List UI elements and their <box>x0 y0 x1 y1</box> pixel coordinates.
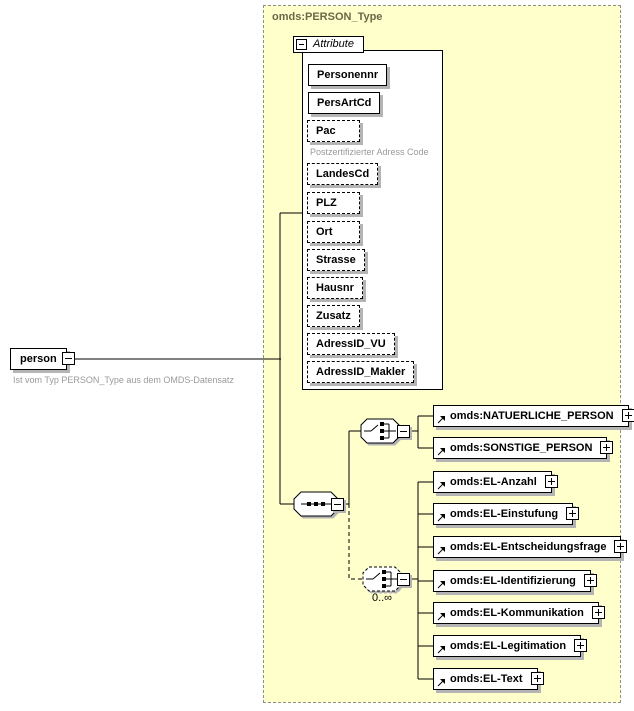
element-box-sonstige-person[interactable]: omds:SONSTIGE_PERSON <box>433 437 614 459</box>
element-reference-icon <box>437 581 445 589</box>
optional-choice-compositor-icon[interactable] <box>362 566 402 592</box>
occurrence-label: 0..∞ <box>371 592 393 604</box>
person-element-box[interactable]: person <box>10 348 67 370</box>
element-box-el-kommunikation[interactable]: omds:EL-Kommunikation <box>433 602 605 624</box>
element-label: omds:NATUERLICHE_PERSON <box>450 410 614 422</box>
element-label: omds:EL-Identifizierung <box>450 575 576 587</box>
attribute-box-zusatz[interactable]: Zusatz <box>307 305 360 327</box>
expand-toggle[interactable] <box>574 639 588 652</box>
element-box-el-legitimation[interactable]: omds:EL-Legitimation <box>433 635 588 657</box>
person-element-label: person <box>20 353 57 365</box>
element-box-el-entscheidungsfrage[interactable]: omds:EL-Entscheidungsfrage <box>433 536 628 558</box>
attribute-label: Personennr <box>317 69 379 81</box>
attribute-label: PersArtCd <box>317 97 372 109</box>
person-type-title: omds:PERSON_Type <box>272 11 383 23</box>
attribute-label: Zusatz <box>316 310 351 322</box>
attribute-label: LandesCd <box>316 168 370 180</box>
element-label: omds:EL-Kommunikation <box>450 607 584 619</box>
element-reference-icon <box>437 482 445 490</box>
pac-annotation: Postzertifizierter Adress Code <box>310 147 429 157</box>
expand-toggle[interactable] <box>566 507 580 520</box>
expand-toggle[interactable] <box>591 606 605 619</box>
attribute-box-personennr[interactable]: Personennr <box>308 64 388 86</box>
element-reference-icon <box>437 646 445 654</box>
element-label: omds:SONSTIGE_PERSON <box>450 442 593 454</box>
element-label: omds:EL-Entscheidungsfrage <box>450 541 607 553</box>
attribute-box-adressid-vu[interactable]: AdressID_VU <box>307 333 395 355</box>
sequence-collapse-toggle[interactable] <box>331 498 344 511</box>
person-collapse-toggle[interactable] <box>62 352 75 365</box>
choice-compositor-icon[interactable] <box>360 418 400 444</box>
attribute-box-landescd[interactable]: LandesCd <box>307 163 379 185</box>
element-box-el-identifizierung[interactable]: omds:EL-Identifizierung <box>433 570 597 592</box>
element-box-natuerliche-person[interactable]: omds:NATUERLICHE_PERSON <box>433 405 634 427</box>
element-reference-icon <box>437 448 445 456</box>
expand-toggle[interactable] <box>544 475 558 488</box>
element-reference-icon <box>437 514 445 522</box>
choice-collapse-toggle[interactable] <box>397 425 410 438</box>
attributes-header-label: Attribute <box>313 38 354 50</box>
attribute-label: Ort <box>316 226 333 238</box>
person-annotation: Ist vom Typ PERSON_Type aus dem OMDS-Dat… <box>13 375 234 385</box>
attribute-box-persartcd[interactable]: PersArtCd <box>308 92 381 114</box>
attribute-label: Strasse <box>316 254 356 266</box>
attribute-label: Hausnr <box>316 282 354 294</box>
attributes-header-tab[interactable]: Attribute <box>293 36 364 53</box>
optional-choice-collapse-toggle[interactable] <box>397 573 410 586</box>
expand-toggle[interactable] <box>530 672 544 685</box>
expand-toggle[interactable] <box>600 441 614 454</box>
attribute-label: Pac <box>316 125 336 137</box>
element-label: omds:EL-Text <box>450 673 523 685</box>
expand-toggle[interactable] <box>583 574 597 587</box>
attribute-box-strasse[interactable]: Strasse <box>307 249 365 271</box>
element-box-el-anzahl[interactable]: omds:EL-Anzahl <box>433 471 558 493</box>
attribute-label: PLZ <box>316 197 337 209</box>
attribute-label: AdressID_VU <box>316 338 386 350</box>
attribute-box-pac[interactable]: Pac <box>307 120 360 142</box>
attribute-box-ort[interactable]: Ort <box>307 221 360 243</box>
element-label: omds:EL-Einstufung <box>450 508 559 520</box>
element-label: omds:EL-Legitimation <box>450 640 567 652</box>
attribute-box-plz[interactable]: PLZ <box>307 192 360 214</box>
attributes-collapse-toggle[interactable] <box>296 39 307 50</box>
element-reference-icon <box>437 679 445 687</box>
element-reference-icon <box>437 547 445 555</box>
element-reference-icon <box>437 613 445 621</box>
attribute-box-adressid-makler[interactable]: AdressID_Makler <box>307 361 415 383</box>
expand-toggle[interactable] <box>614 540 628 553</box>
element-box-el-text[interactable]: omds:EL-Text <box>433 668 544 690</box>
attribute-label: AdressID_Makler <box>316 366 406 378</box>
expand-toggle[interactable] <box>621 409 634 422</box>
element-label: omds:EL-Anzahl <box>450 476 537 488</box>
element-reference-icon <box>437 416 445 424</box>
attribute-box-hausnr[interactable]: Hausnr <box>307 277 363 299</box>
element-box-el-einstufung[interactable]: omds:EL-Einstufung <box>433 503 580 525</box>
sequence-compositor-icon[interactable] <box>293 491 339 517</box>
